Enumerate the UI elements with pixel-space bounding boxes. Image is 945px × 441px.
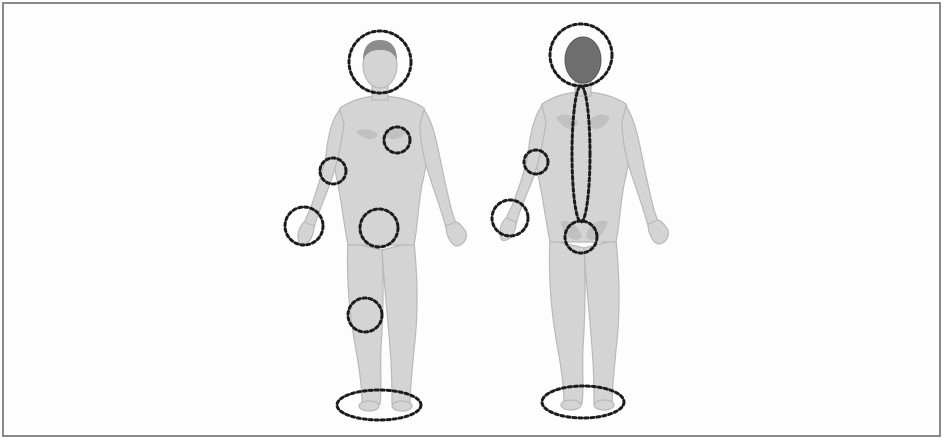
back-right-leg	[549, 240, 585, 404]
back-left-hand	[648, 220, 668, 244]
back-right-foot	[561, 400, 581, 410]
front-left-foot	[392, 401, 412, 411]
front-left-leg	[382, 242, 417, 404]
back-head	[565, 37, 601, 83]
front-left-hand	[446, 222, 466, 246]
front-right-foot	[359, 401, 379, 411]
front-right-leg	[347, 242, 383, 404]
front-torso	[334, 96, 429, 245]
back-left-foot	[594, 400, 614, 410]
front-right-hand	[298, 222, 314, 245]
back-left-leg	[584, 240, 619, 404]
